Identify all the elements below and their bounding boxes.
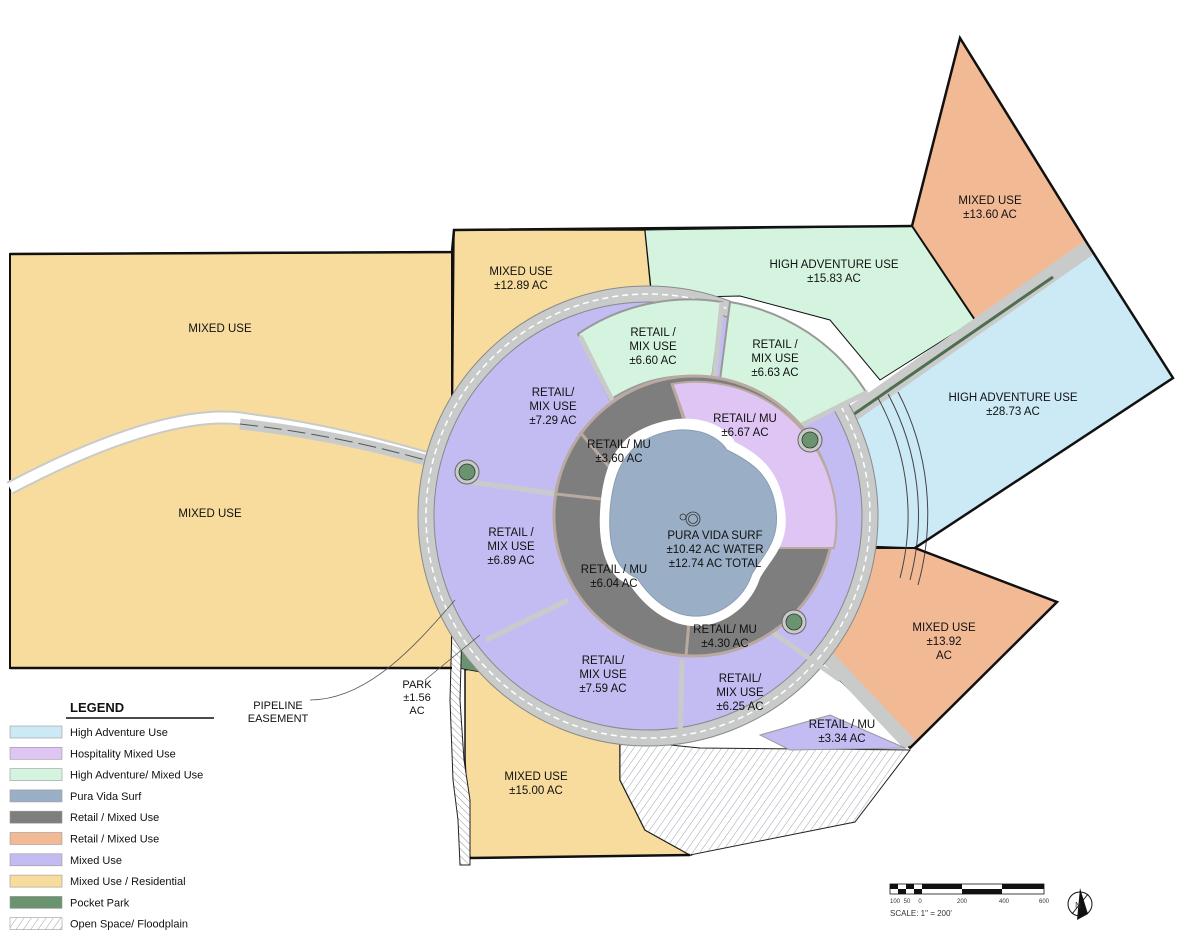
legend-item-label: Pura Vida Surf — [70, 791, 142, 803]
scale-tick-label: 0 — [918, 899, 922, 905]
label-ring-n1: RETAIL /MIX USE±6.60 AC — [629, 327, 677, 367]
label-surf: PURA VIDA SURF±10.42 AC WATER±12.74 AC T… — [666, 530, 763, 570]
parcel-labels: MIXED USE MIXED USE MIXED USE±12.89 AC HIGH… — [178, 195, 1078, 797]
label-high-adv-east: HIGH ADVENTURE USE±28.73 AC — [948, 392, 1077, 418]
roundabout-northeast — [797, 427, 823, 453]
open-space-floodplain — [619, 739, 912, 856]
legend-item-label: Pocket Park — [70, 897, 130, 909]
scale-tick-label: 400 — [999, 899, 1010, 905]
label-inner-s: RETAIL/ MU±4.30 AC — [693, 624, 757, 650]
label-ring-w: RETAIL /MIX USE±6.89 AC — [487, 527, 535, 567]
scale-tick-label: 50 — [904, 899, 911, 905]
label-inner-nw: RETAIL/ MU±3.60 AC — [587, 439, 651, 465]
legend-swatch — [9, 917, 63, 931]
label-high-adv-north: HIGH ADVENTURE USE±15.83 AC — [769, 259, 898, 285]
legend-item-label: Open Space/ Floodplain — [70, 919, 188, 931]
label-inner-ne: RETAIL/ MU±6.67 AC — [713, 413, 777, 439]
pipeline-callout-line — [309, 599, 456, 701]
scale-tick-label: 600 — [1039, 899, 1050, 905]
ring-parcel-ssw — [758, 714, 906, 751]
legend-item-label: Retail / Mixed Use — [70, 834, 159, 846]
legend-swatch — [9, 789, 63, 803]
label-ne-mixed: MIXED USE±13.60 AC — [958, 195, 1022, 221]
legend-item-label: Hospitality Mixed Use — [70, 748, 176, 760]
label-west-upper: MIXED USE — [188, 323, 252, 335]
scale-caption: SCALE: 1" = 200' — [890, 909, 952, 918]
label-ring-se: RETAIL/MIX USE±6.25 AC — [716, 673, 764, 713]
scale-tick-label: 200 — [957, 899, 968, 905]
label-west-lower: MIXED USE — [178, 508, 242, 520]
legend-swatch — [9, 896, 63, 909]
surf-feature-icon — [685, 511, 701, 527]
north-arrow-icon: N — [1067, 888, 1093, 920]
legend-swatch — [9, 810, 63, 824]
legend-swatch — [9, 768, 63, 781]
label-inner-w: RETAIL / MU±6.04 AC — [581, 564, 647, 590]
legend-title: LEGEND — [70, 700, 124, 715]
legend-swatch — [9, 725, 63, 739]
label-south-mixed: MIXED USE±15.00 AC — [504, 771, 568, 797]
park-callout-line — [424, 634, 481, 681]
label-north-mixed: MIXED USE±12.89 AC — [489, 266, 553, 292]
label-ring-nw: RETAIL/MIX USE±7.29 AC — [529, 387, 577, 427]
roundabout-west — [454, 459, 480, 485]
legend-swatch — [9, 874, 63, 888]
legend-item-label: Mixed Use / Residential — [70, 876, 186, 888]
legend-item-label: High Adventure Use — [70, 727, 168, 739]
site-boundary — [9, 34, 1175, 860]
legend-item-label: High Adventure/ Mixed Use — [70, 770, 203, 782]
legend-swatch — [9, 832, 63, 845]
legend-swatch — [9, 853, 63, 867]
legend-item-label: Mixed Use — [70, 855, 122, 867]
legend-swatch — [9, 746, 63, 760]
scale-tick-label: 100 — [890, 899, 901, 905]
label-ring-s: RETAIL/MIX USE±7.59 AC — [579, 655, 627, 695]
label-ring-ssw: RETAIL / MU±3.34 AC — [809, 719, 875, 745]
roundabout-southeast — [781, 609, 807, 635]
legend-item-label: Retail / Mixed Use — [70, 812, 159, 824]
label-ring-n2: RETAIL /MIX USE±6.63 AC — [751, 339, 799, 379]
svg-text:N: N — [1075, 901, 1081, 910]
